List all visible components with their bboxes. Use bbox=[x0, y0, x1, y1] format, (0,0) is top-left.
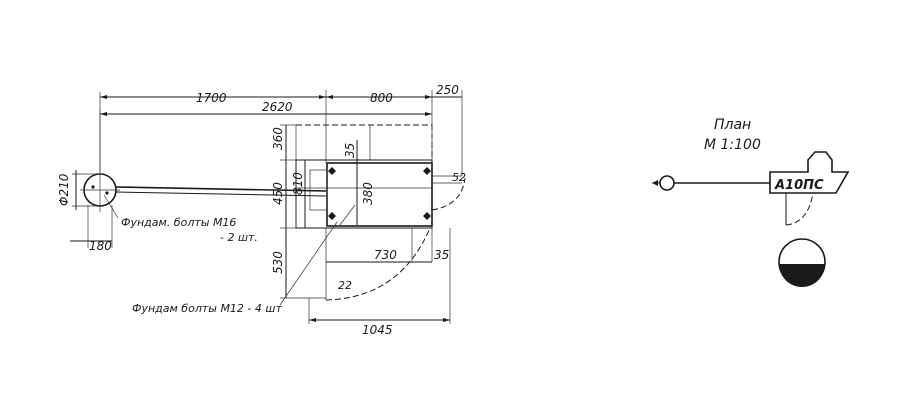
dim-1700: 1700 bbox=[196, 91, 227, 105]
plan-unit-body bbox=[769, 151, 850, 194]
dim-380: 380 bbox=[361, 182, 375, 205]
plan-title: План bbox=[714, 117, 751, 133]
note-bolts-m16-qty: - 2 шт. bbox=[220, 231, 258, 244]
dim-35-right: 35 bbox=[434, 248, 449, 262]
dim-810: 810 bbox=[291, 172, 305, 195]
plan-scale: М 1:100 bbox=[704, 137, 761, 153]
dim-530: 530 bbox=[271, 251, 285, 274]
bolt-marker bbox=[423, 212, 431, 220]
dim-1045: 1045 bbox=[362, 323, 393, 337]
foundation-drawing: 1700 2620 800 250 360 450 810 35 380 530… bbox=[57, 83, 466, 337]
bolt-marker bbox=[328, 167, 336, 175]
bolt-marker bbox=[423, 167, 431, 175]
dim-35-top: 35 bbox=[343, 143, 357, 158]
dim-180: 180 bbox=[89, 239, 112, 253]
plan-pivot-circle bbox=[659, 175, 675, 191]
dim-52: 52 bbox=[452, 171, 466, 184]
dim-800: 800 bbox=[370, 91, 393, 105]
plan-view: План М 1:100 А10ПС bbox=[652, 117, 850, 287]
note-bolts-m12: Фундам болты М12 - 4 шт bbox=[132, 302, 282, 315]
dim-450: 450 bbox=[271, 182, 285, 205]
dim-phi210: Φ210 bbox=[57, 173, 71, 206]
dim-22: 22 bbox=[338, 279, 352, 292]
dim-250: 250 bbox=[436, 83, 459, 97]
inner-plate bbox=[326, 162, 433, 227]
note-bolts-m16: Фундам. болты М16 bbox=[121, 216, 236, 229]
dim-360: 360 bbox=[271, 127, 285, 150]
plan-unit-label: А10ПС bbox=[774, 178, 824, 193]
bolt-marker bbox=[328, 212, 336, 220]
dim-2620: 2620 bbox=[262, 100, 293, 114]
dim-730: 730 bbox=[374, 248, 397, 262]
